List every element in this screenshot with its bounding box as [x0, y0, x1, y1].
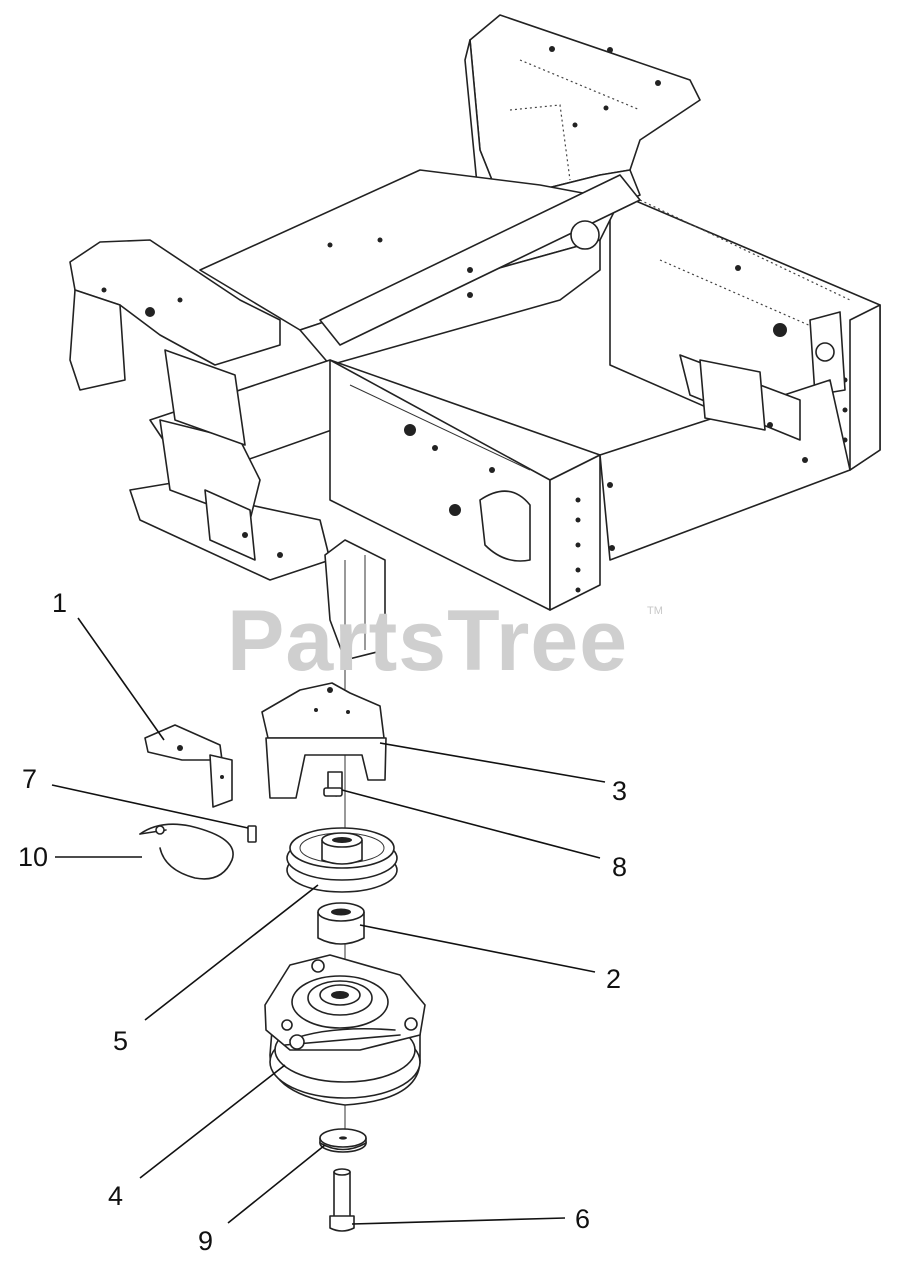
watermark-text: PartsTree: [227, 593, 628, 689]
callout-10: 10: [18, 842, 48, 872]
callout-6: 6: [575, 1204, 590, 1234]
part-clutch: [264, 954, 426, 1106]
part-bracket: [261, 682, 387, 799]
leader-lines: [51, 617, 606, 1225]
part-cable-tie: [139, 823, 234, 880]
callout-1: 1: [52, 588, 67, 618]
part-pulley: [286, 827, 398, 893]
part-clip: [247, 825, 257, 843]
callout-7: 7: [22, 764, 37, 794]
callout-3: 3: [612, 776, 627, 806]
part-washer: [319, 1128, 367, 1153]
callout-5: 5: [113, 1026, 128, 1056]
tractor-frame: [69, 14, 881, 661]
part-spacer: [317, 902, 365, 945]
callout-8: 8: [612, 852, 627, 882]
part-bolt-long: [329, 1168, 355, 1232]
callout-labels: 1 2 3 4 5 6 7 8 9 10: [18, 588, 627, 1256]
callout-4: 4: [108, 1181, 123, 1211]
part-small-bracket: [144, 724, 233, 808]
callout-9: 9: [198, 1226, 213, 1256]
callout-2: 2: [606, 964, 621, 994]
watermark-trademark: TM: [647, 605, 663, 617]
part-bolt-small: [323, 771, 343, 797]
